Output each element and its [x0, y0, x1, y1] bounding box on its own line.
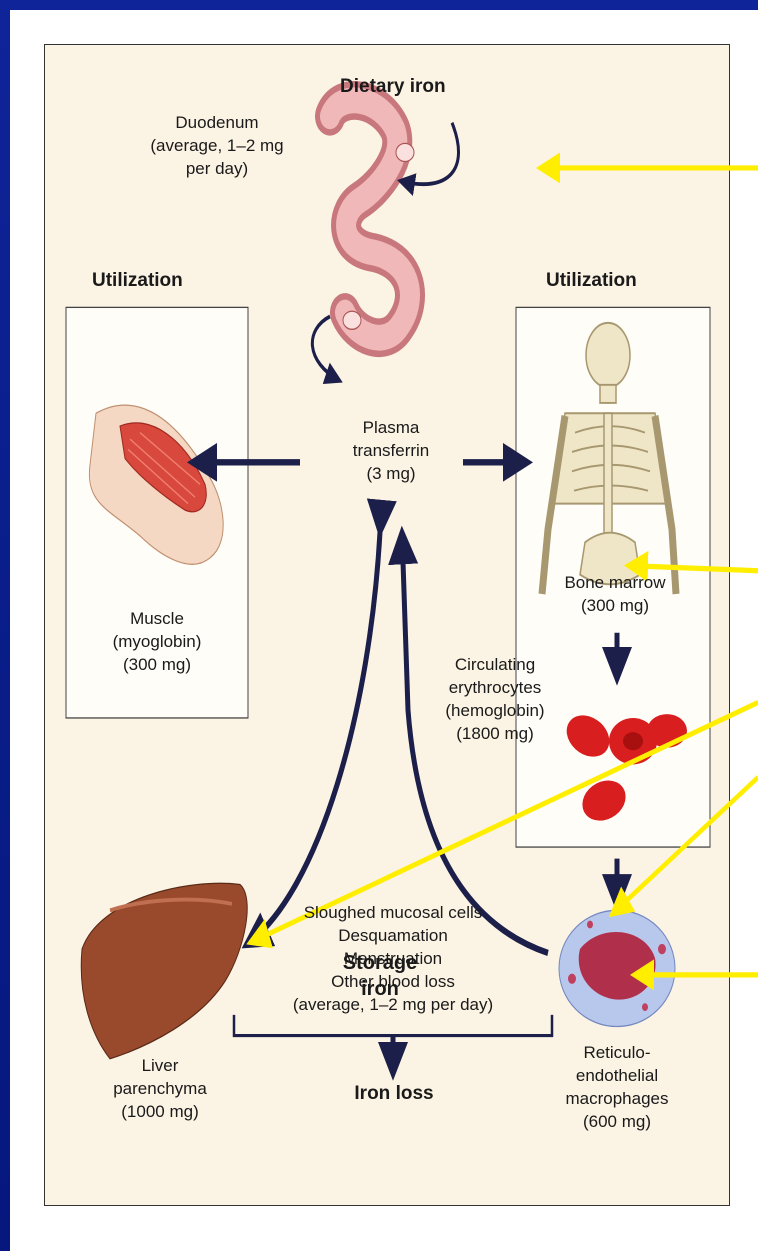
loss-line-5: (average, 1–2 mg per day) — [228, 993, 558, 1016]
iron-loss-label: Iron loss — [334, 1082, 454, 1105]
rbc-line-4: (1800 mg) — [420, 722, 570, 745]
macrophages-label: Reticulo- endothelial macrophages (600 m… — [542, 1041, 692, 1133]
duodenum-line-3: per day) — [112, 157, 322, 180]
plasma-line-3: (3 mg) — [316, 462, 466, 485]
plasma-line-2: transferrin — [316, 439, 466, 462]
macro-line-3: macrophages — [542, 1087, 692, 1110]
loss-line-1: Sloughed mucosal cells — [228, 901, 558, 924]
loss-bracket — [234, 1015, 552, 1036]
liver-illustration — [81, 883, 247, 1058]
plasma-liver-arrow — [246, 532, 380, 945]
rbc-line-2: erythrocytes — [420, 676, 570, 699]
marrow-line-1: Bone marrow — [540, 571, 690, 594]
loss-line-4: Other blood loss — [228, 970, 558, 993]
plasma-transferrin-label: Plasma transferrin (3 mg) — [316, 416, 466, 485]
plasma-line-1: Plasma — [316, 416, 466, 439]
liver-line-2: parenchyma — [90, 1077, 230, 1100]
liver-line-3: (1000 mg) — [90, 1100, 230, 1123]
muscle-label: Muscle (myoglobin) (300 mg) — [66, 607, 248, 676]
intestine-illustration — [330, 100, 414, 337]
rbc-line-3: (hemoglobin) — [420, 699, 570, 722]
utilization-right-label: Utilization — [546, 269, 637, 292]
liver-line-1: Liver — [90, 1054, 230, 1077]
rbc-line-1: Circulating — [420, 653, 570, 676]
erythrocytes-label: Circulating erythrocytes (hemoglobin) (1… — [420, 653, 570, 745]
dietary-iron-label: Dietary iron — [340, 75, 446, 98]
iron-loss-causes: Sloughed mucosal cells Desquamation Mens… — [228, 901, 558, 1016]
utilization-left-label: Utilization — [92, 269, 183, 292]
duodenum-line-2: (average, 1–2 mg — [112, 134, 322, 157]
bone-marrow-label: Bone marrow (300 mg) — [540, 571, 690, 617]
muscle-line-2: (myoglobin) — [66, 630, 248, 653]
macro-line-2: endothelial — [542, 1064, 692, 1087]
macro-line-1: Reticulo- — [542, 1041, 692, 1064]
macrophage-illustration — [559, 910, 675, 1026]
marrow-line-2: (300 mg) — [540, 594, 690, 617]
loss-line-2: Desquamation — [228, 924, 558, 947]
liver-label: Liver parenchyma (1000 mg) — [90, 1054, 230, 1123]
duodenum-label: Duodenum (average, 1–2 mg per day) — [112, 111, 322, 180]
duodenum-line-1: Duodenum — [112, 111, 322, 134]
muscle-line-1: Muscle — [66, 607, 248, 630]
macro-line-4: (600 mg) — [542, 1110, 692, 1133]
loss-line-3: Menstruation — [228, 947, 558, 970]
muscle-line-3: (300 mg) — [66, 653, 248, 676]
